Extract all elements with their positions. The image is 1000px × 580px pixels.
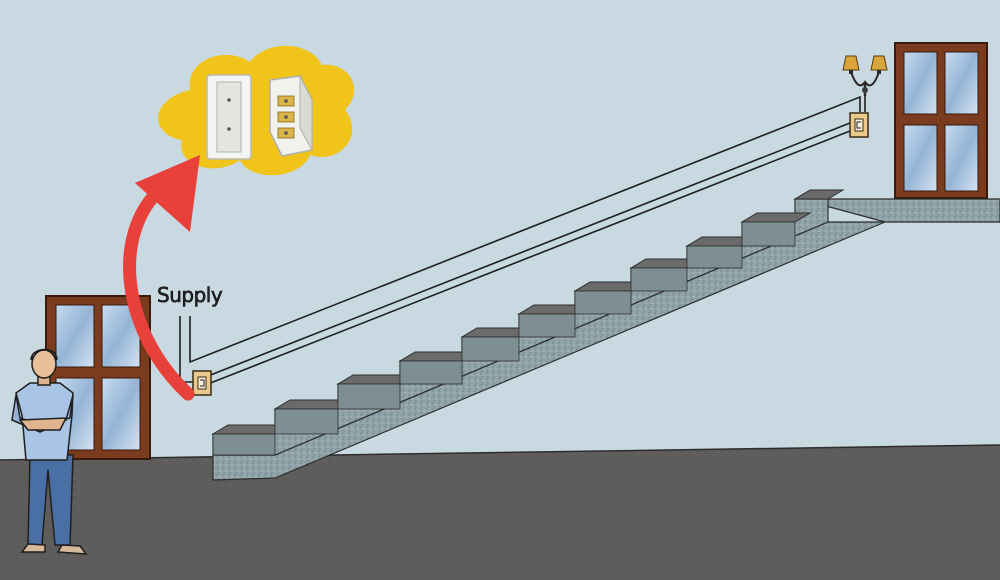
supply-label: Supply [157, 283, 223, 308]
wiring [179, 95, 866, 385]
lower-two-way-switch [192, 370, 212, 396]
staircase [211, 189, 886, 481]
person-figure [11, 348, 88, 555]
upper-two-way-switch [849, 112, 869, 138]
switch-callout-cloud [158, 45, 355, 176]
right-door [894, 42, 988, 199]
two-way-switch-back-icon [269, 75, 313, 157]
upper-landing [799, 198, 1000, 223]
two-way-switch-front-icon [206, 74, 252, 160]
floor [0, 445, 1000, 580]
callout-arrow [123, 155, 200, 401]
wall-sconce-icon [842, 55, 888, 96]
